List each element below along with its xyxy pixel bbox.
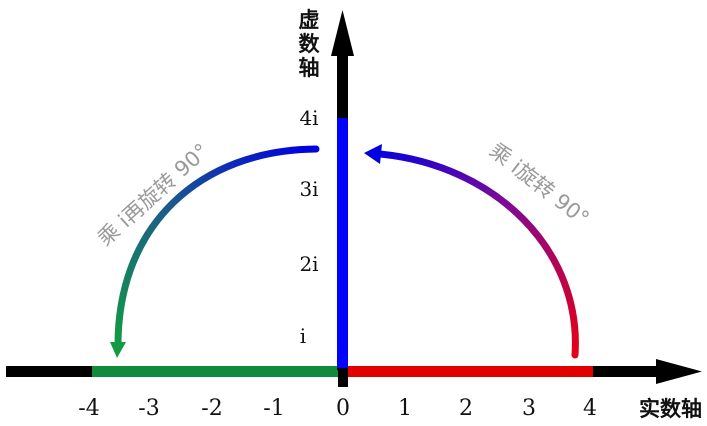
imaginary-tick-label: i (300, 324, 306, 348)
positive-real-segment (346, 366, 593, 377)
real-tick-label: -2 (201, 396, 222, 421)
second-rotation-arc (110, 145, 320, 358)
first-rotation-caption: 乘 i旋转 90° (485, 138, 594, 230)
imaginary-tick-label: 4i (299, 106, 318, 130)
imaginary-axis (331, 10, 354, 370)
real-axis (6, 359, 702, 387)
first-rotation-arrowhead (364, 144, 382, 164)
second-rotation-arrowhead (110, 342, 126, 358)
real-tick-label: -4 (78, 396, 99, 421)
imaginary-tick-label: 3i (299, 177, 318, 201)
real-axis-arrowhead (656, 359, 702, 384)
real-tick-label: -1 (263, 396, 284, 421)
imaginary-axis-title: 虚 数 轴 (299, 8, 321, 80)
imaginary-tick-label: 2i (299, 252, 318, 276)
real-tick-labels: -4 -3 -2 -1 0 1 2 3 4 (78, 396, 597, 421)
real-tick-label: 1 (398, 396, 412, 421)
origin-tick (338, 366, 348, 387)
real-tick-label: 2 (459, 396, 473, 421)
imaginary-axis-title-char: 虚 (299, 8, 320, 32)
real-axis-title: 实数轴 (639, 397, 702, 421)
real-tick-label: 0 (336, 396, 350, 421)
imaginary-segment (337, 118, 348, 368)
imaginary-axis-title-char: 数 (299, 32, 321, 56)
second-rotation-arc-curve (114, 145, 320, 349)
imaginary-axis-arrowhead (331, 10, 354, 56)
real-tick-label: -3 (138, 396, 159, 421)
imaginary-tick-labels: i 2i 3i 4i (299, 106, 318, 348)
first-rotation-arc (364, 144, 579, 359)
real-tick-label: 4 (583, 396, 597, 421)
first-rotation-arc-curve (376, 150, 579, 359)
negative-real-segment (92, 366, 342, 377)
imaginary-axis-title-char: 轴 (299, 56, 320, 80)
second-rotation-caption: 乘 i再旋转 90° (93, 139, 213, 251)
real-tick-label: 3 (522, 396, 536, 421)
